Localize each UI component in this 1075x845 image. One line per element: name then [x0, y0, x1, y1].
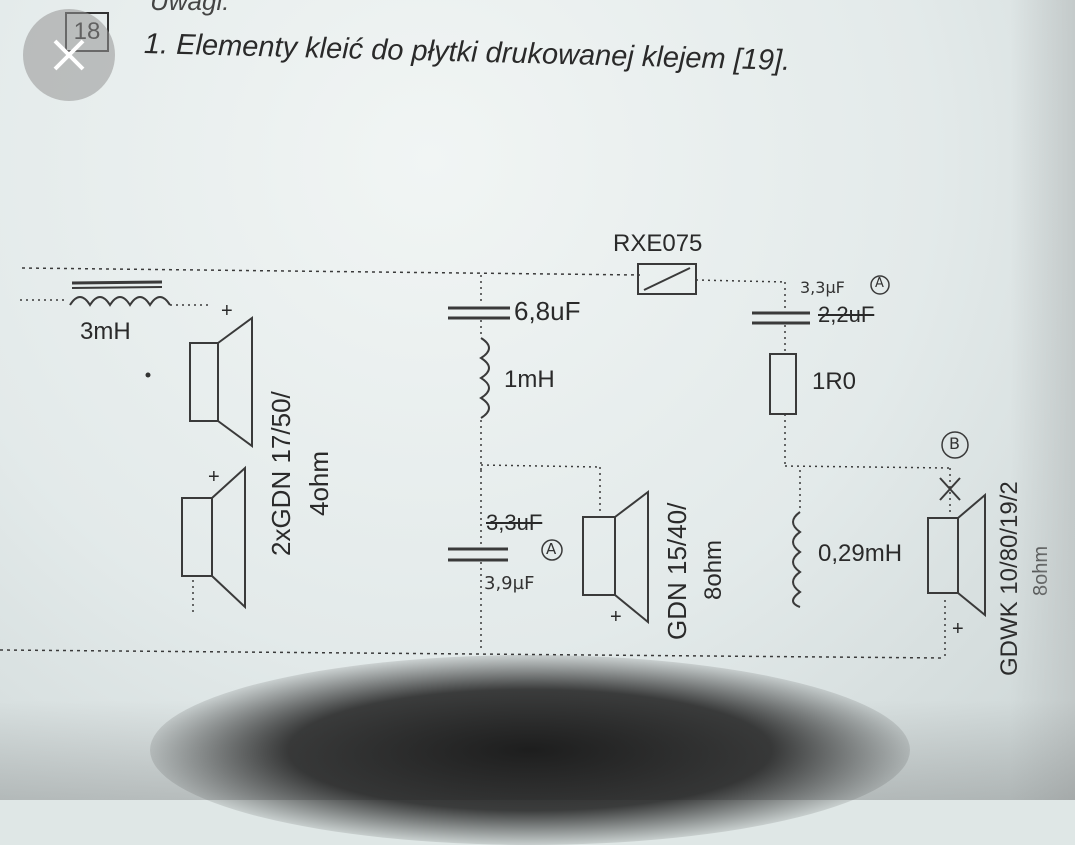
- marker-a-2: A: [875, 276, 884, 291]
- close-icon: [53, 39, 85, 71]
- marker-a-circle-2: [870, 275, 890, 295]
- inductor-1mh: [479, 337, 490, 419]
- label-1mh: 1mH: [504, 366, 555, 393]
- tweeter-magnet: [927, 517, 959, 594]
- label-029mh: 0,29mH: [818, 540, 903, 567]
- plus-tweeter: +: [952, 618, 964, 640]
- inductor-3mh: [69, 296, 171, 307]
- woofer-1-cone: [217, 316, 253, 448]
- label-woofer-model: 2xGDN 17/50/: [266, 391, 296, 556]
- woofer-2-magnet: [181, 497, 213, 577]
- inductor-029mh: [792, 511, 802, 608]
- plus-woofer-1: +: [221, 300, 233, 322]
- marker-b-circle: [941, 431, 969, 459]
- hand-shadow: [150, 655, 910, 845]
- plus-mid: +: [610, 606, 622, 628]
- label-rxe075: RXE075: [613, 230, 703, 257]
- mid-cone: [614, 489, 649, 625]
- woofer-1-magnet: [189, 342, 219, 422]
- label-3-3uf-hand: 3,3µF: [800, 278, 845, 297]
- mid-magnet: [582, 516, 616, 596]
- top-rail: [21, 267, 641, 276]
- close-button[interactable]: [23, 9, 115, 101]
- tweeter-cone: [957, 492, 986, 618]
- woofer-2-cone: [211, 465, 246, 610]
- resistor-1r0: [769, 353, 797, 415]
- label-mid-ohm: 8ohm: [700, 539, 727, 600]
- label-6-8uf: 6,8uF: [514, 296, 581, 326]
- label-3-9uf: 3,9µF: [484, 573, 535, 594]
- page-edge: [1010, 0, 1075, 800]
- resistor-rxe075: [637, 263, 697, 295]
- plus-woofer-2: +: [208, 466, 220, 488]
- label-woofer-ohm: 4ohm: [304, 450, 334, 516]
- label-3mh: 3mH: [80, 318, 131, 345]
- marker-a-circle: [541, 539, 563, 561]
- label-1r0: 1R0: [812, 368, 857, 395]
- marker-a: A: [546, 540, 557, 558]
- partial-heading: Uwagi:: [150, 0, 230, 16]
- marker-b: B: [949, 434, 960, 453]
- crossover-schematic: [0, 263, 986, 659]
- label-mid-model: GDN 15/40/: [662, 502, 692, 640]
- label-2-2uf-struck: 2,2uF: [818, 302, 875, 327]
- label-3-3uf-struck: 3,3uF: [486, 510, 543, 535]
